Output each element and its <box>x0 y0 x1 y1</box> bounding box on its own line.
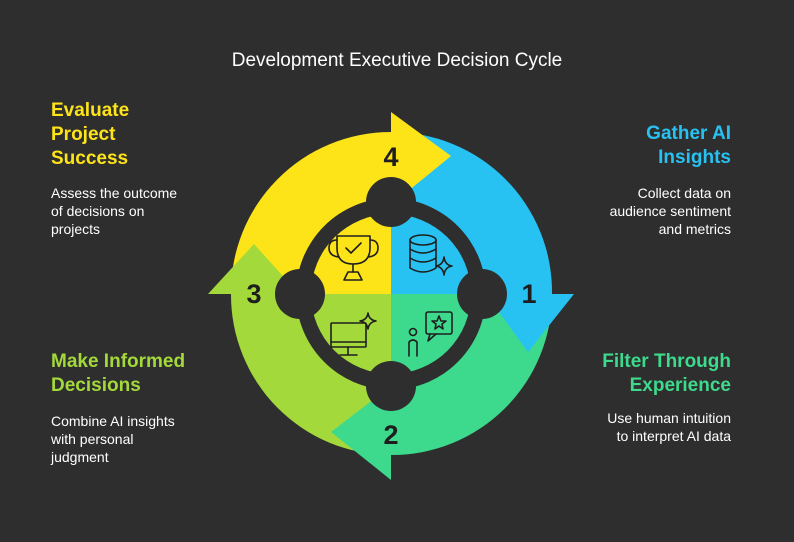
segment-evaluate-project-success <box>230 132 391 294</box>
description-line: Assess the outcome <box>51 185 178 201</box>
heading-make-informed-decisions: Make Informed Decisions <box>51 350 185 398</box>
description-make-informed-decisions: Combine AI insights with personal judgme… <box>51 412 175 466</box>
person-star-bubble-icon <box>408 311 453 357</box>
step-number-3: 3 <box>246 279 261 309</box>
description-line: Collect data on <box>637 185 731 201</box>
description-line: with personal <box>51 431 134 447</box>
quadrant-evaluate-project-success <box>311 214 391 294</box>
description-line: and metrics <box>658 221 731 237</box>
heading-line: Project <box>51 124 116 145</box>
step-number-4: 4 <box>383 142 398 172</box>
heading-line: Make Informed <box>51 351 186 372</box>
segment-gather-ai-insights <box>391 131 553 294</box>
arrow-head-decisions <box>208 244 299 294</box>
quadrant-make-informed-decisions <box>311 294 391 374</box>
heading-line: Decisions <box>51 375 141 396</box>
segment-filter-through-experience <box>391 294 553 456</box>
description-line: Combine AI insights <box>51 413 175 429</box>
description-filter-through-experience: Use human intuition to interpret AI data <box>531 409 731 445</box>
description-line: judgment <box>51 449 109 465</box>
heading-line: Insights <box>658 147 731 168</box>
quadrant-gather-ai-insights <box>391 214 471 294</box>
description-gather-ai-insights: Collect data on audience sentiment and m… <box>531 184 731 238</box>
heading-line: Gather AI <box>646 123 731 144</box>
arrow-head-evaluate <box>391 112 451 205</box>
description-line: of decisions on <box>51 203 145 219</box>
description-line: projects <box>51 221 101 237</box>
heading-gather-ai-insights: Gather AI Insights <box>531 122 731 170</box>
step-number-1: 1 <box>521 279 536 309</box>
arrow-head-gather <box>486 294 574 352</box>
notch-right <box>457 269 507 319</box>
trophy-check-icon <box>328 235 379 281</box>
heading-line: Experience <box>629 375 731 396</box>
step-number-2: 2 <box>383 420 398 450</box>
arrow-head-filter <box>331 386 391 480</box>
heading-line: Success <box>51 148 129 169</box>
notch-left <box>275 269 325 319</box>
heading-line: Evaluate <box>51 100 130 121</box>
segment-make-informed-decisions <box>230 294 391 455</box>
description-evaluate-project-success: Assess the outcome of decisions on proje… <box>51 184 177 238</box>
notch-top <box>366 177 416 227</box>
heading-filter-through-experience: Filter Through Experience <box>531 350 731 398</box>
description-line: audience sentiment <box>609 203 731 219</box>
monitor-sparkle-icon <box>330 312 377 356</box>
heading-line: Filter Through <box>602 351 731 372</box>
description-line: to interpret AI data <box>616 428 731 444</box>
description-line: Use human intuition <box>607 410 731 426</box>
notch-bottom <box>366 361 416 411</box>
heading-evaluate-project-success: Evaluate Project Success <box>51 99 129 171</box>
database-sparkle-icon <box>409 234 453 276</box>
diagram-title: Development Executive Decision Cycle <box>231 50 563 71</box>
